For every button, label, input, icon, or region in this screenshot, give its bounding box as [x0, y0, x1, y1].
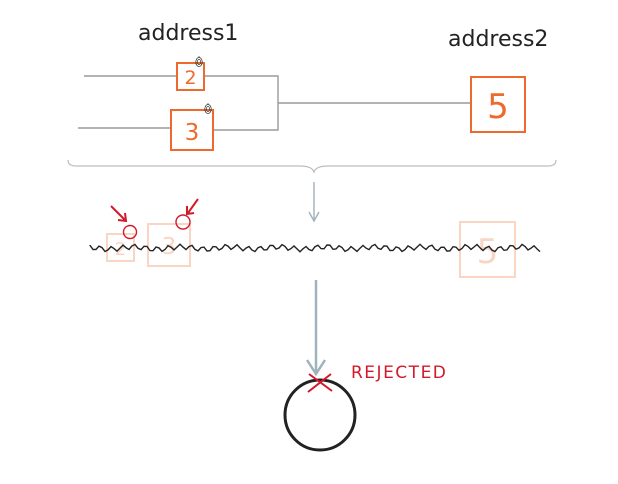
input-value-3: 3	[185, 120, 200, 146]
highlight-circle	[122, 224, 138, 240]
x-mark-icon	[307, 373, 333, 393]
down-arrow-small	[308, 182, 320, 223]
faded-value-5: 5	[477, 232, 499, 272]
red-arrow-icon	[186, 198, 199, 216]
faded-box-3	[147, 223, 191, 267]
highlight-circle	[175, 214, 191, 230]
down-arrow-large	[305, 280, 327, 377]
highlight-markers	[110, 198, 199, 240]
red-arrow-icon	[110, 205, 128, 223]
grouping-brace	[67, 159, 557, 174]
faded-box-2	[106, 233, 135, 262]
address2-label: address2	[448, 27, 548, 52]
fingerprint-icon	[204, 103, 212, 114]
output-box-5: 5	[470, 76, 526, 133]
merge-wire	[205, 75, 279, 131]
input-value-2: 2	[184, 67, 196, 89]
faded-transaction: 2 3 5	[106, 221, 516, 278]
transaction-wires	[78, 75, 470, 131]
faded-value-2: 2	[115, 239, 126, 260]
output-value-5: 5	[487, 87, 509, 127]
node-circle	[283, 378, 357, 452]
blockchain-line	[89, 243, 541, 253]
faded-value-3: 3	[162, 234, 177, 260]
input-box-3: 3	[170, 109, 214, 151]
input-box-2: 2	[176, 62, 205, 91]
address1-label: address1	[138, 21, 238, 46]
rejected-label: REJECTED	[351, 363, 447, 383]
fingerprint-icon	[195, 56, 203, 67]
